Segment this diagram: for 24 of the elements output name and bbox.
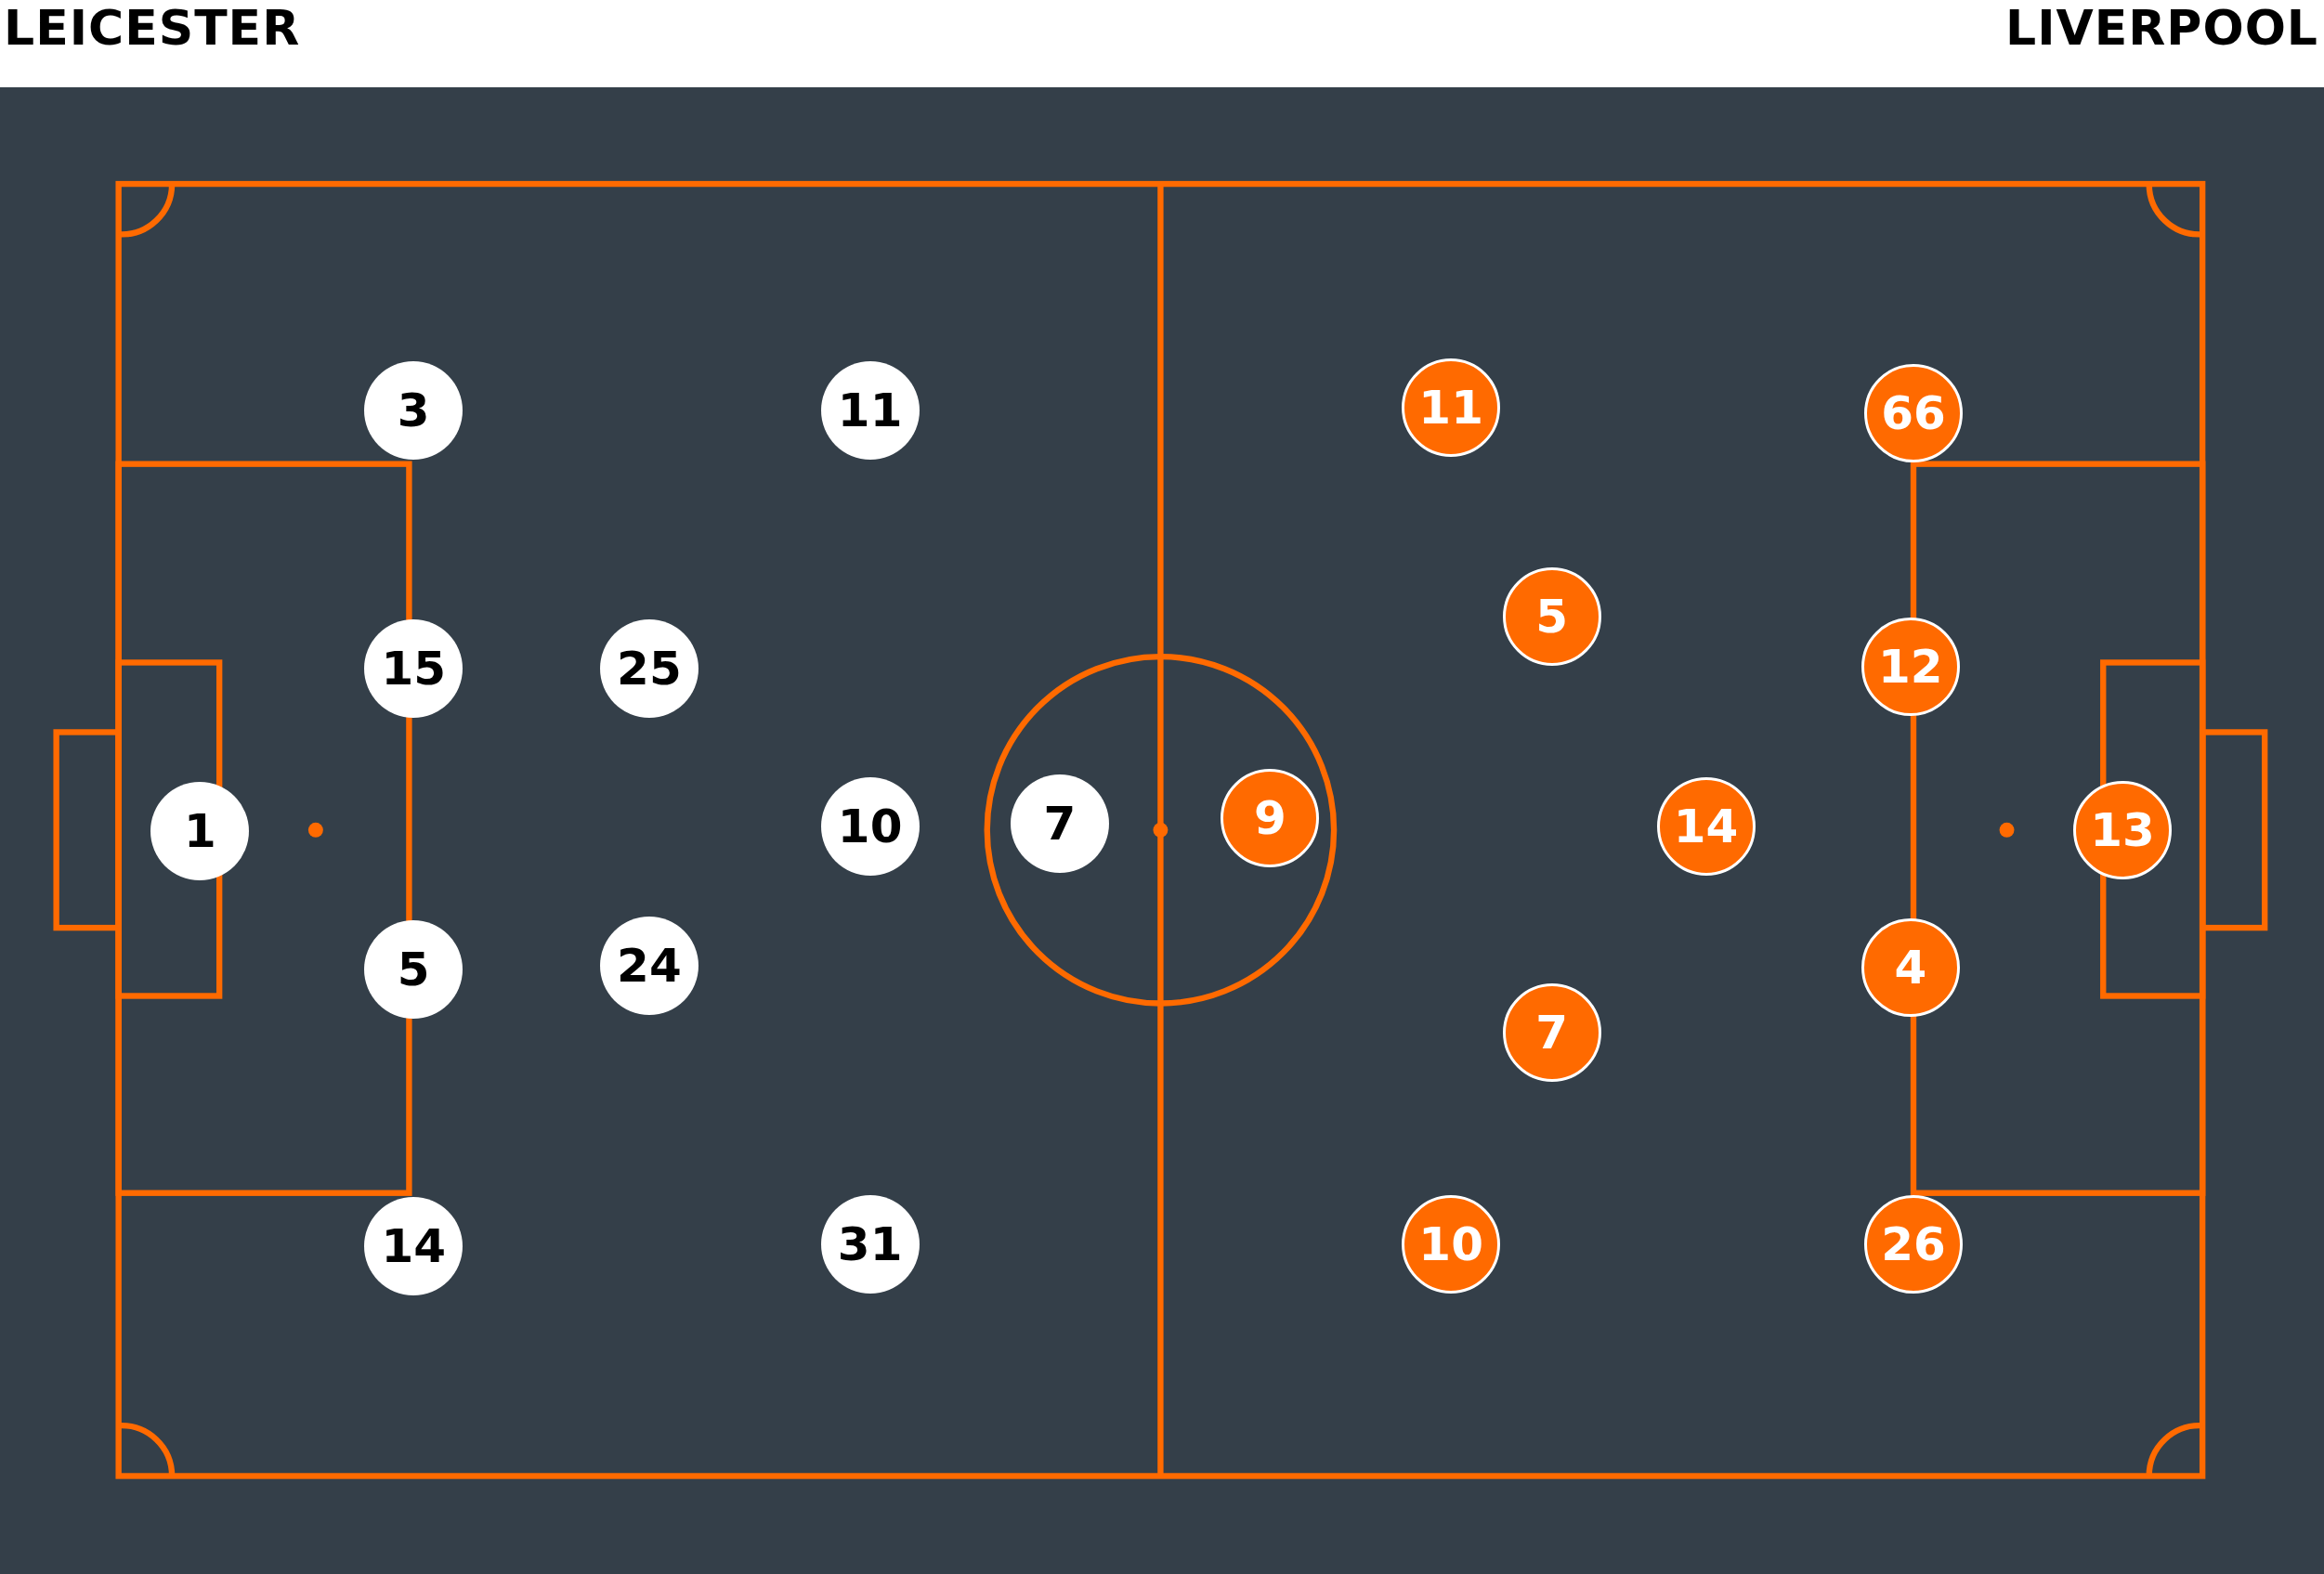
player-number: 9 <box>1254 791 1286 844</box>
player-number: 7 <box>1043 798 1077 851</box>
team-name: LIVERPOOL <box>2005 0 2318 56</box>
player-number: 10 <box>837 800 903 853</box>
player-number: 31 <box>837 1218 903 1271</box>
player-number: 25 <box>617 642 682 695</box>
player-number: 12 <box>1878 641 1943 694</box>
player-number: 14 <box>1673 800 1739 853</box>
player-number: 1 <box>184 805 216 858</box>
player-number: 13 <box>2090 803 2155 856</box>
player-number: 5 <box>1535 590 1569 643</box>
player-number: 26 <box>1881 1218 1946 1271</box>
player-number: 11 <box>837 384 903 436</box>
team-name: LEICESTER <box>4 0 301 56</box>
player-number: 10 <box>1418 1218 1483 1271</box>
player-number: 5 <box>397 943 430 995</box>
player-number: 11 <box>1418 381 1483 434</box>
player-number: 15 <box>381 642 446 695</box>
player-number: 3 <box>397 384 430 436</box>
player-number: 66 <box>1881 387 1946 440</box>
player-number: 24 <box>617 940 682 993</box>
player-number: 4 <box>1894 941 1927 994</box>
player-number: 14 <box>381 1219 446 1272</box>
player-number: 7 <box>1535 1007 1569 1060</box>
